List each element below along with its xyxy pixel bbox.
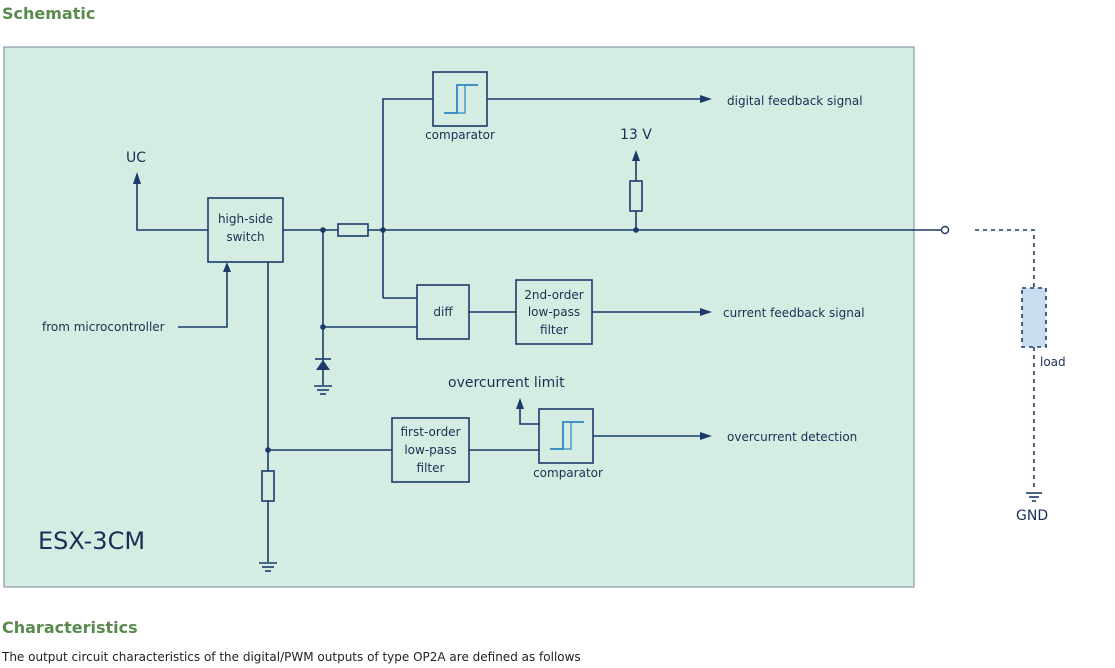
- diff-label: diff: [433, 305, 453, 319]
- lowpass-2nd-label-1: 2nd-order: [524, 288, 583, 302]
- lowpass-2nd-label-3: filter: [540, 323, 568, 337]
- digital-feedback-wire: [487, 95, 712, 103]
- lowpass-1st-label-1: first-order: [401, 425, 461, 439]
- high-side-switch-label-1: high-side: [218, 212, 273, 226]
- digital-feedback-label: digital feedback signal: [727, 94, 863, 108]
- schematic-diagram: UC from microcontroller high-side switch…: [3, 46, 1066, 588]
- from-microcontroller-label: from microcontroller: [42, 320, 165, 334]
- comparator-top-label: comparator: [425, 128, 495, 142]
- tap-line: [382, 98, 433, 298]
- uc-wire: [133, 172, 208, 231]
- high-side-switch-block: high-side switch: [207, 197, 284, 263]
- characteristics-heading: Characteristics: [2, 618, 138, 637]
- overcurrent-limit-wire: [516, 398, 539, 425]
- overcurrent-detection-label: overcurrent detection: [727, 430, 857, 444]
- uc-label: UC: [126, 150, 146, 166]
- microcontroller-wire: [178, 262, 231, 328]
- overcurrent-limit-label: overcurrent limit: [448, 375, 565, 391]
- comparator-bottom-block: [538, 408, 594, 464]
- lowpass-2nd-label-2: low-pass: [528, 305, 580, 319]
- load-label: load: [1040, 355, 1066, 369]
- lowpass-1st-label-3: filter: [417, 461, 445, 475]
- current-feedback-label: current feedback signal: [723, 306, 865, 320]
- gnd-label: GND: [1016, 508, 1048, 524]
- lowpass-2nd-block: 2nd-order low-pass filter: [515, 279, 593, 345]
- comparator-top-block: [432, 71, 488, 127]
- lowpass-1st-block: first-order low-pass filter: [391, 417, 470, 483]
- schematic-heading: Schematic: [2, 4, 96, 23]
- current-feedback-wire: [592, 308, 712, 316]
- external-load: [975, 229, 1047, 502]
- diff-block: diff: [416, 284, 470, 340]
- lowpass-1st-label-2: low-pass: [404, 443, 456, 457]
- v13-label: 13 V: [620, 127, 652, 143]
- sense-branch: [259, 262, 392, 572]
- characteristics-text: The output circuit characteristics of th…: [2, 650, 581, 664]
- diode-branch: [314, 230, 417, 395]
- module-name-label: ESX-3CM: [38, 527, 145, 555]
- comparator-bottom-label: comparator: [533, 466, 603, 480]
- high-side-switch-label-2: switch: [226, 230, 264, 244]
- main-output-line: [283, 223, 950, 237]
- pullup-13v: [629, 150, 643, 230]
- overcurrent-detection-wire: [593, 432, 712, 440]
